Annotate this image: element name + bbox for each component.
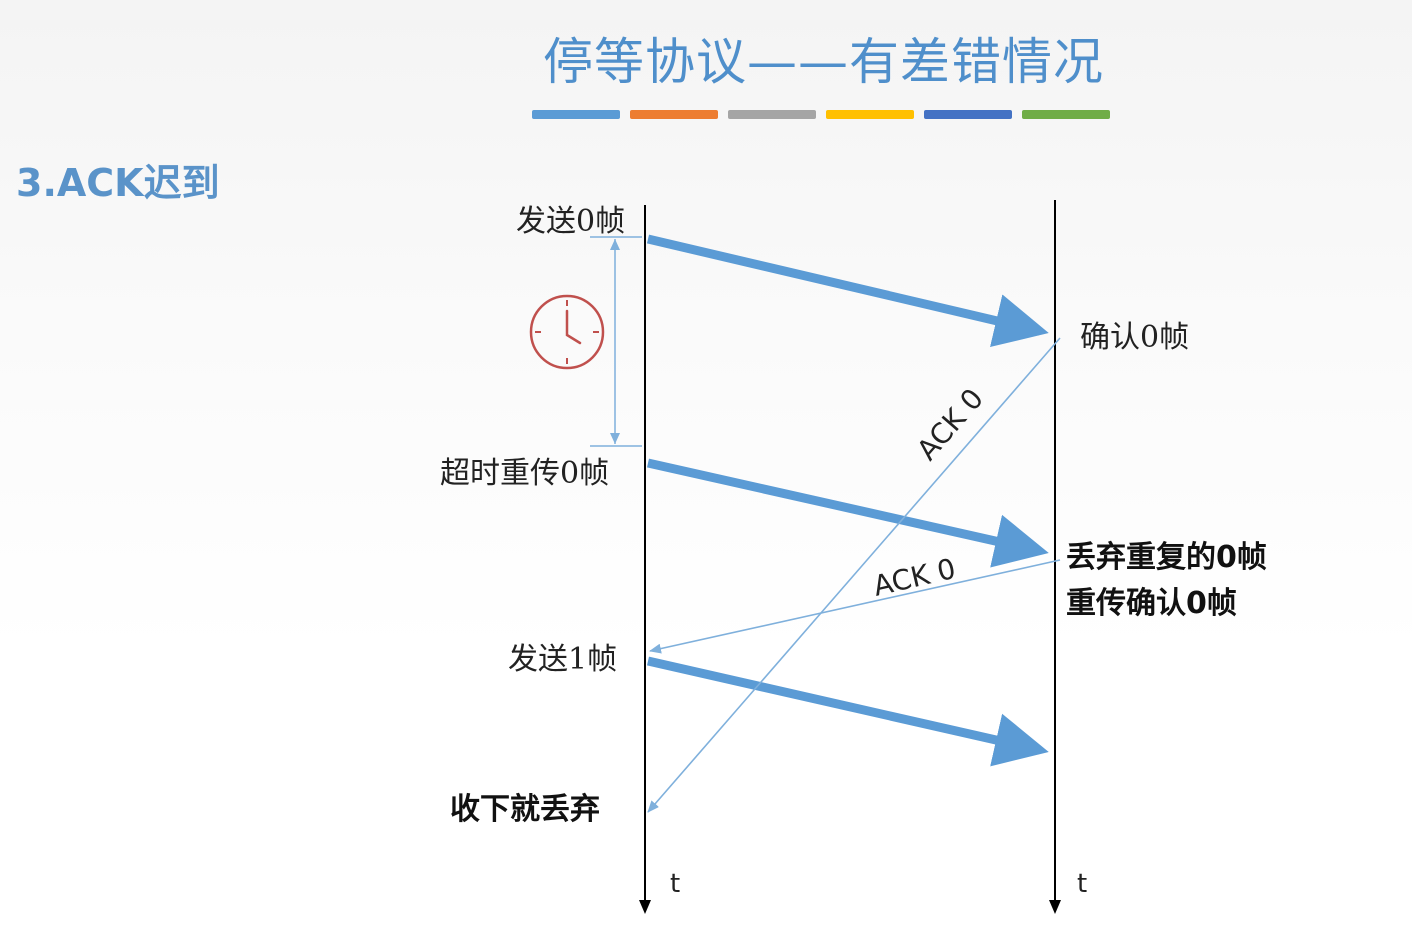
timer-arrow-up: [610, 239, 620, 250]
label-discard-duplicate: 丢弃重复的0帧: [1066, 540, 1267, 575]
sender-timeline-arrowhead: [639, 900, 651, 914]
receiver-timeline-arrowhead: [1049, 900, 1061, 914]
frame0-arrow: [646, 234, 1049, 348]
title-bar-4: [826, 110, 914, 119]
title-bar-1: [532, 110, 620, 119]
label-retransmit-frame0: 超时重传0帧: [440, 456, 610, 491]
page-title: 停等协议——有差错情况: [543, 33, 1104, 91]
label-reack-frame0: 重传确认0帧: [1066, 586, 1237, 621]
title-bar-3: [728, 110, 816, 119]
ack0-late-arrow: [647, 337, 1061, 813]
clock-icon: [529, 294, 605, 370]
frame1-arrow: [647, 656, 1049, 767]
section-heading: 3.ACK迟到: [16, 161, 220, 205]
title-bar-2: [630, 110, 718, 119]
sender-time-label: t: [670, 869, 680, 899]
ack-label-1: ACK 0: [910, 382, 990, 467]
title-bar-5: [924, 110, 1012, 119]
label-send-frame1: 发送1帧: [508, 642, 618, 677]
ack-label-2: ACK 0: [870, 552, 959, 603]
title-bar-6: [1022, 110, 1110, 119]
label-send-frame0: 发送0帧: [516, 204, 626, 239]
receiver-time-label: t: [1077, 869, 1087, 899]
ack0-resend-arrow: [649, 559, 1061, 654]
label-receive-discard: 收下就丢弃: [450, 792, 600, 827]
retransmit-frame0-arrow: [647, 458, 1049, 568]
timer-arrow-down: [610, 433, 620, 444]
label-ack-frame0: 确认0帧: [1080, 320, 1190, 355]
